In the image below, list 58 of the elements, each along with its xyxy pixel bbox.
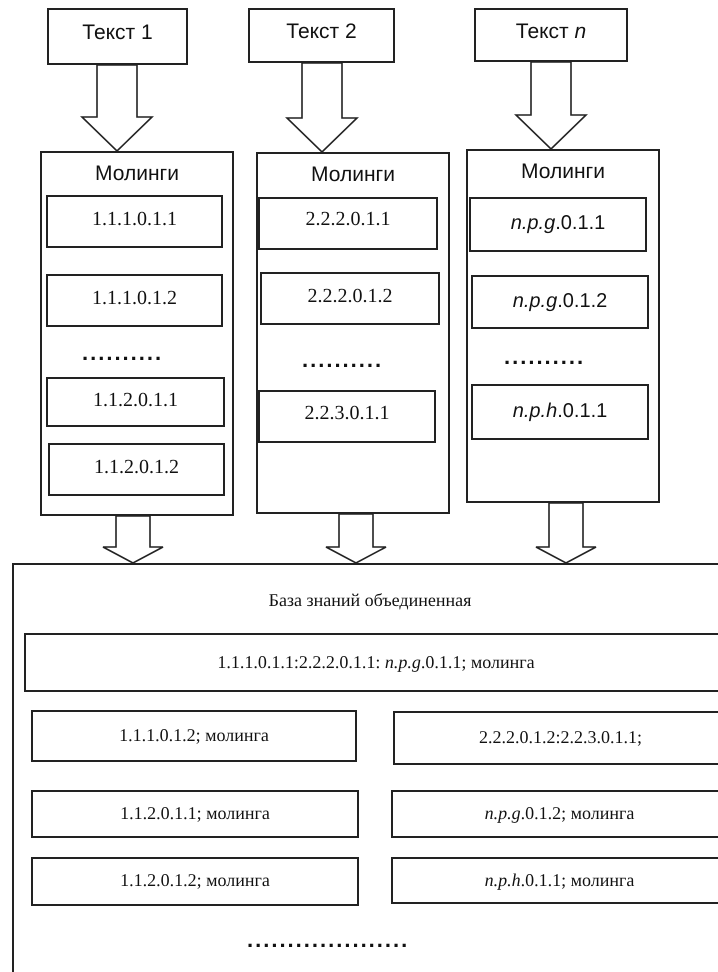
box-text: 1.1.1.0.1.1:2.2.2.0.1.1: n.p.g.0.1.1; молинга bbox=[216, 651, 536, 673]
block-arrow bbox=[102, 515, 164, 564]
box-text: n.p.h.0.1.1 bbox=[512, 399, 608, 423]
box-text: 1.1.1.0.1.2; молинга bbox=[118, 724, 270, 746]
box-text: 2.2.3.0.1.1 bbox=[304, 401, 390, 425]
record-box bbox=[391, 857, 718, 904]
block-arrow bbox=[80, 64, 154, 152]
box-text: 1.1.2.0.1.1 bbox=[92, 388, 179, 412]
panel-heading: Молинги bbox=[94, 161, 180, 186]
box-text: n.p.g.0.1.1 bbox=[510, 211, 606, 235]
code-box bbox=[260, 272, 440, 325]
ellipsis-dots: .......... bbox=[504, 347, 586, 367]
box-text: n.p.h.0.1.1; молинга bbox=[484, 869, 636, 891]
box-text: Текст 2 bbox=[285, 19, 358, 44]
knowledge-base-panel bbox=[12, 563, 718, 972]
record-box bbox=[31, 857, 359, 906]
molings-panel bbox=[40, 151, 234, 516]
code-box bbox=[46, 377, 225, 427]
code-box bbox=[46, 274, 223, 327]
text-box bbox=[474, 8, 628, 62]
record-box bbox=[24, 633, 718, 692]
box-text: Текст 1 bbox=[81, 20, 154, 45]
box-text: 2.2.2.0.1.2 bbox=[306, 284, 394, 308]
box-text: n.p.g.0.1.2 bbox=[512, 289, 608, 313]
ellipsis-dots: .......... bbox=[302, 350, 384, 370]
ellipsis-dots: .......... bbox=[82, 343, 164, 363]
box-text: 2.2.2.0.1.1 bbox=[304, 207, 392, 231]
code-box bbox=[258, 390, 436, 443]
box-text: 1.1.2.0.1.2; молинга bbox=[119, 869, 271, 891]
molings-panel bbox=[466, 149, 660, 503]
ellipsis-dots: .................... bbox=[247, 930, 410, 950]
record-box bbox=[31, 710, 357, 762]
block-arrow bbox=[514, 61, 588, 150]
record-box bbox=[391, 790, 718, 838]
box-text: 1.1.2.0.1.2 bbox=[93, 455, 180, 479]
code-box bbox=[258, 197, 438, 250]
block-arrow bbox=[325, 513, 387, 564]
text-box bbox=[47, 8, 188, 65]
box-text: 1.1.1.0.1.1 bbox=[91, 207, 178, 231]
block-arrow bbox=[285, 62, 359, 154]
code-box bbox=[469, 197, 647, 252]
box-text: Текст n bbox=[514, 19, 588, 44]
code-box bbox=[471, 275, 649, 329]
block-arrow bbox=[535, 502, 597, 564]
code-box bbox=[46, 195, 223, 248]
code-box bbox=[471, 384, 649, 440]
box-text: 2.2.2.0.1.2:2.2.3.0.1.1; bbox=[478, 726, 643, 748]
panel-heading: Молинги bbox=[310, 162, 396, 187]
box-text: n.p.g.0.1.2; молинга bbox=[484, 802, 636, 824]
record-box bbox=[31, 790, 359, 838]
box-text: 1.1.2.0.1.1; молинга bbox=[119, 802, 271, 824]
molings-panel bbox=[256, 152, 450, 514]
panel-heading: Молинги bbox=[520, 159, 606, 184]
code-box bbox=[48, 443, 225, 496]
box-text: 1.1.1.0.1.2 bbox=[91, 286, 178, 310]
panel-heading: База знаний объединенная bbox=[268, 589, 472, 611]
record-box bbox=[393, 711, 718, 765]
text-box bbox=[248, 8, 395, 63]
